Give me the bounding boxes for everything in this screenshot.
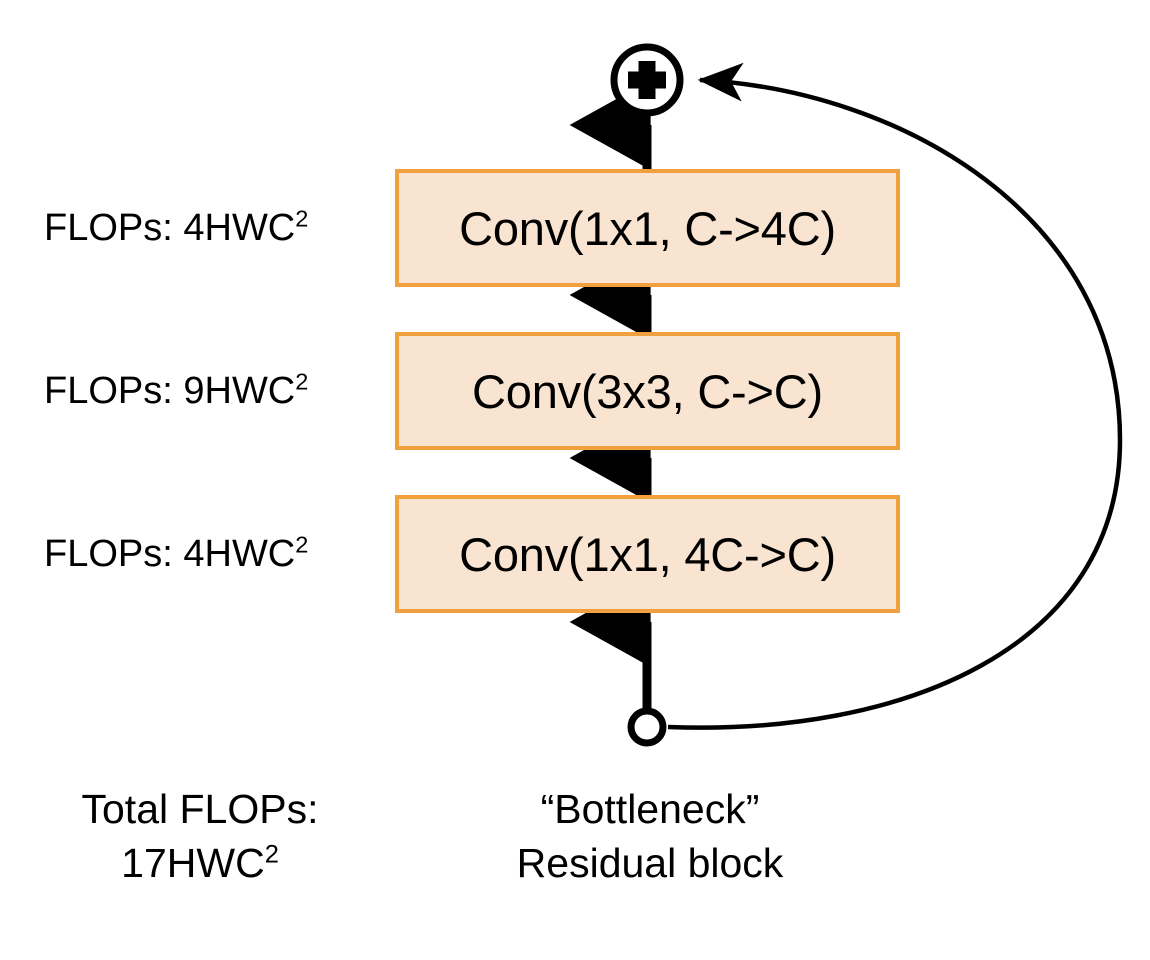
- conv-block-top[interactable]: Conv(1x1, C->4C): [395, 169, 900, 287]
- block-name-caption-line2: Residual block: [516, 840, 784, 887]
- total-flops-caption: Total FLOPs: 17HWC2: [25, 782, 375, 890]
- total-flops-exponent: 2: [264, 840, 279, 869]
- conv-block-middle-label: Conv(3x3, C->C): [472, 364, 823, 418]
- conv-block-bottom-label: Conv(1x1, 4C->C): [459, 527, 836, 581]
- flops-label-top-text: FLOPs: 4HWC: [44, 207, 296, 249]
- flops-label-middle-text: FLOPs: 9HWC: [44, 370, 296, 412]
- total-flops-caption-line2: 17HWC2: [25, 836, 375, 890]
- block-name-caption: “Bottleneck” Residual block: [415, 782, 885, 890]
- addition-node: [610, 43, 684, 117]
- block-name-caption-line1: “Bottleneck”: [540, 786, 760, 832]
- flops-label-bottom-exponent: 2: [295, 531, 309, 558]
- conv-block-middle[interactable]: Conv(3x3, C->C): [395, 332, 900, 450]
- flops-label-top-exponent: 2: [295, 205, 309, 232]
- flops-label-middle-exponent: 2: [295, 368, 309, 395]
- total-flops-value: 17HWC: [121, 840, 265, 887]
- split-node: [627, 707, 667, 747]
- flops-label-top: FLOPs: 4HWC2: [44, 207, 364, 249]
- conv-block-bottom[interactable]: Conv(1x1, 4C->C): [395, 495, 900, 613]
- conv-block-top-label: Conv(1x1, C->4C): [459, 201, 836, 255]
- total-flops-caption-line1: Total FLOPs:: [81, 786, 319, 832]
- flops-label-middle: FLOPs: 9HWC2: [44, 370, 364, 412]
- flops-label-bottom-text: FLOPs: 4HWC: [44, 533, 296, 575]
- flops-label-bottom: FLOPs: 4HWC2: [44, 533, 364, 575]
